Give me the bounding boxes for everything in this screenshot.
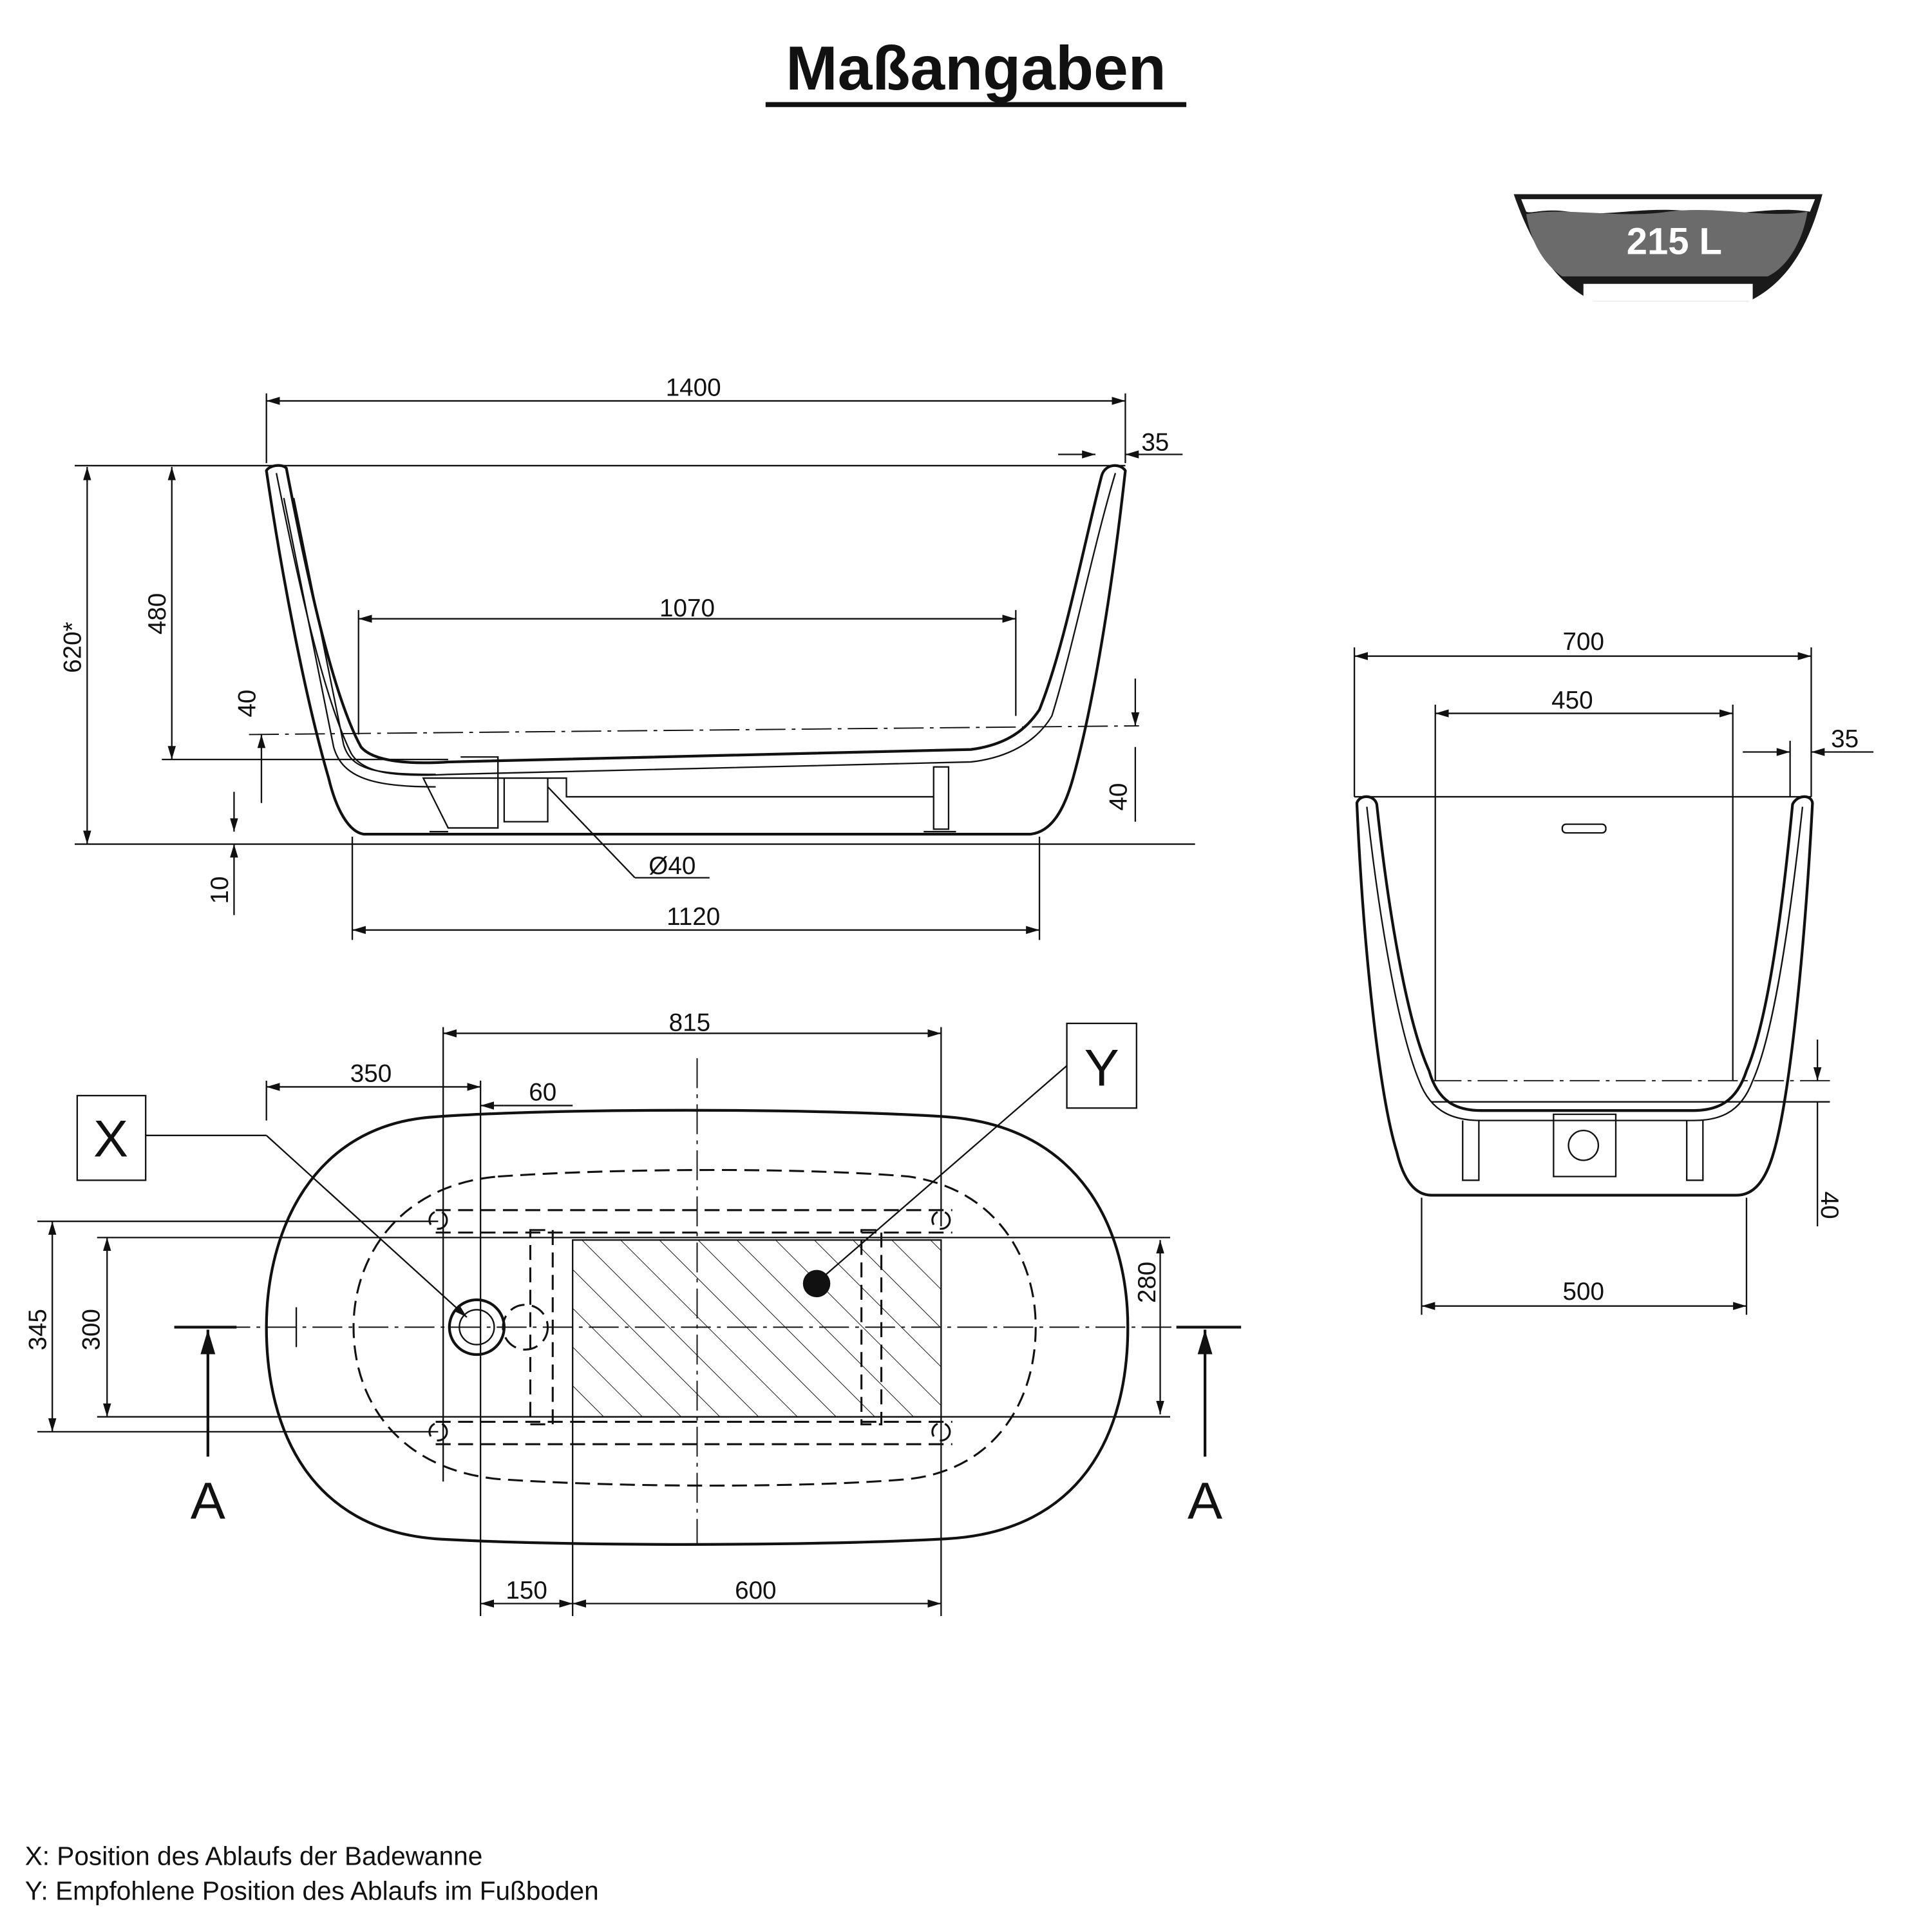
- dim-500: 500: [1562, 1278, 1604, 1306]
- dim-1120: 1120: [667, 903, 720, 931]
- dim-40-end: 40: [1815, 1192, 1843, 1219]
- section-label-right: A: [1188, 1472, 1222, 1530]
- marker-y-label: Y: [1084, 1040, 1119, 1098]
- dim-40-left: 40: [233, 690, 261, 718]
- dim-480: 480: [144, 593, 171, 634]
- dim-700: 700: [1562, 628, 1604, 656]
- legend-x: X: Position des Ablaufs der Badewanne: [25, 1841, 483, 1871]
- legend-y: Y: Empfohlene Position des Ablaufs im Fu…: [25, 1876, 599, 1906]
- dim-600: 600: [735, 1577, 776, 1604]
- dim-35-end: 35: [1831, 725, 1859, 753]
- dim-150: 150: [506, 1577, 547, 1604]
- dim-60: 60: [529, 1079, 556, 1107]
- volume-badge: 215 L: [1513, 194, 1823, 301]
- volume-label: 215 L: [1627, 221, 1722, 262]
- marker-x-label: X: [93, 1110, 128, 1168]
- end-view: 700 450 35 40 500: [1353, 628, 1874, 1315]
- dim-35-side: 35: [1141, 429, 1169, 457]
- dim-40-right: 40: [1104, 783, 1132, 811]
- marker-y-box: [1066, 1022, 1137, 1109]
- dim-1400: 1400: [666, 374, 721, 402]
- section-label-left: A: [191, 1472, 225, 1530]
- dim-280: 280: [1133, 1262, 1161, 1303]
- page-title: Maßangaben: [786, 34, 1166, 103]
- dim-350: 350: [350, 1060, 392, 1088]
- dim-drain-diameter: Ø40: [649, 852, 696, 880]
- dim-345: 345: [24, 1309, 52, 1350]
- marker-x-box: [76, 1094, 147, 1181]
- dim-620: 620*: [59, 622, 87, 673]
- dim-10: 10: [206, 877, 234, 904]
- top-view: 815 350 60 345 300 280 150 600 X Y A A: [24, 1009, 1242, 1616]
- dim-300: 300: [78, 1309, 106, 1350]
- side-view: 1400 35 1070 480 620* 40 40 10 Ø40 1120: [59, 374, 1195, 940]
- legend: X: Position des Ablaufs der Badewanne Y:…: [25, 1841, 599, 1906]
- dim-815: 815: [669, 1009, 710, 1036]
- dim-1070: 1070: [659, 595, 715, 622]
- floor-drain-marker: [802, 1270, 831, 1298]
- dim-450: 450: [1551, 687, 1593, 714]
